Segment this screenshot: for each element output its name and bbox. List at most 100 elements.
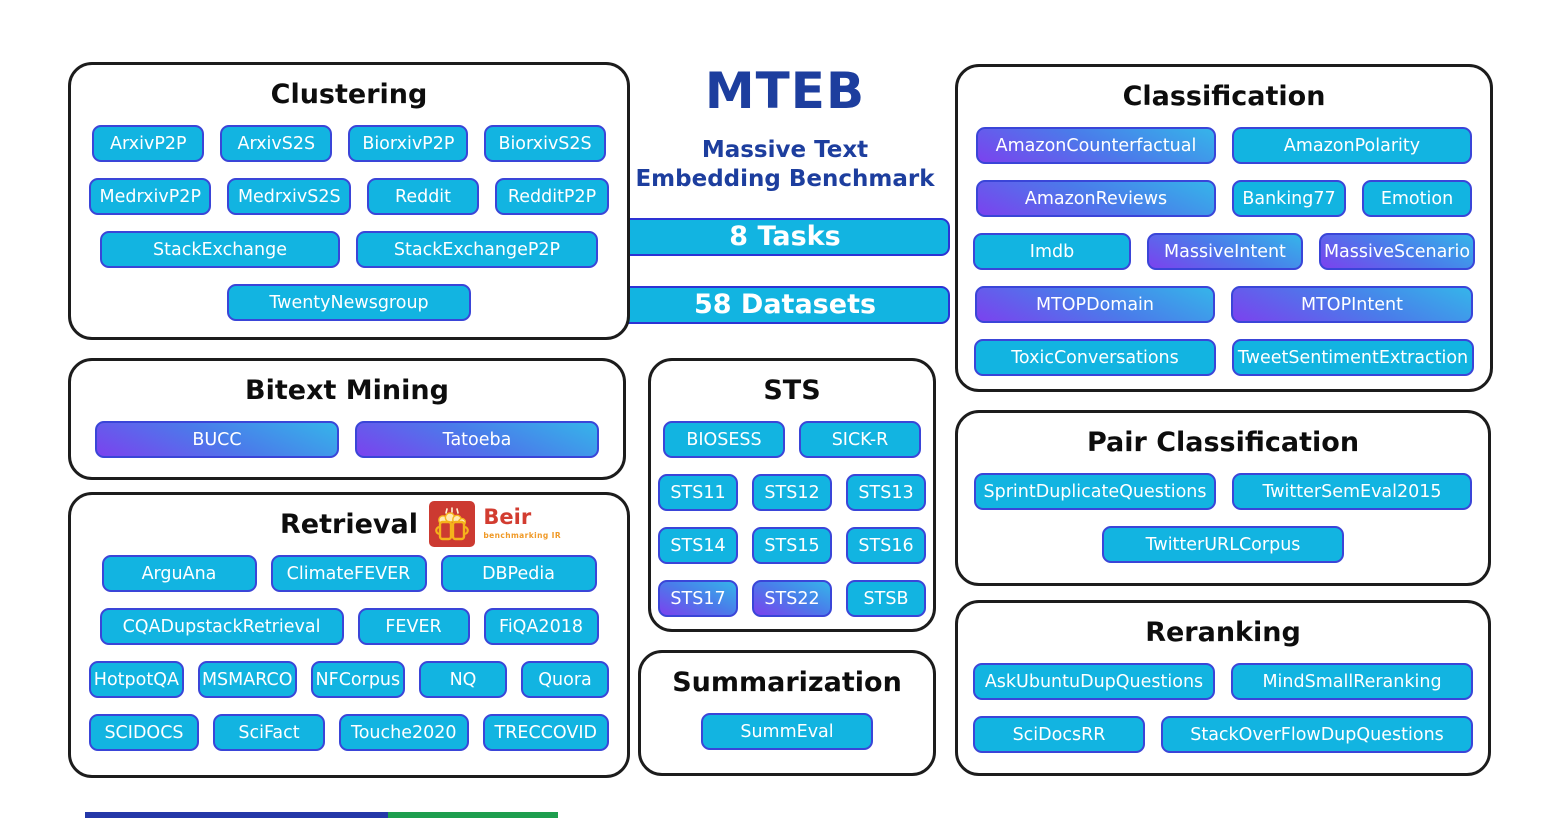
- tasks-count-badge: 8 Tasks: [620, 217, 950, 256]
- dataset-pill-scidocsrr: SciDocsRR: [973, 716, 1145, 753]
- dataset-pill-amazoncounterfactual: AmazonCounterfactual: [976, 127, 1216, 164]
- dataset-pill-arxivp2p: ArxivP2P: [92, 125, 205, 162]
- mteb-subtitle: Massive Text Embedding Benchmark: [620, 136, 950, 194]
- dataset-pill-twitterurlcorpus: TwitterURLCorpus: [1102, 526, 1344, 563]
- dataset-pill-askubuntudupquestions: AskUbuntuDupQuestions: [973, 663, 1215, 700]
- pill-row: StackExchange StackExchangeP2P: [89, 231, 609, 268]
- mteb-subtitle-line2: Embedding Benchmark: [635, 165, 935, 192]
- dataset-pill-sts15: STS15: [752, 527, 832, 564]
- pill-rows-clustering: ArxivP2P ArxivS2S BiorxivP2P BiorxivS2S Medr…: [89, 125, 609, 321]
- category-title-summarization: Summarization: [672, 667, 902, 698]
- category-box-summarization: Summarization SummEval: [638, 650, 936, 776]
- category-title-sts: STS: [763, 375, 821, 406]
- pill-rows-summarization: SummEval: [659, 713, 915, 750]
- dataset-pill-medrxivp2p: MedrxivP2P: [89, 178, 212, 215]
- dataset-pill-hotpotqa: HotpotQA: [89, 661, 184, 698]
- dataset-pill-stackexchange: StackExchange: [100, 231, 340, 268]
- category-title-reranking: Reranking: [1145, 617, 1301, 648]
- pill-row: BIOSESS SICK-R: [663, 421, 921, 458]
- beir-beer-mugs-icon: [429, 501, 476, 547]
- category-title-clustering: Clustering: [270, 79, 428, 110]
- dataset-pill-redditp2p: RedditP2P: [495, 178, 609, 215]
- dataset-pill-sts11: STS11: [658, 474, 738, 511]
- dataset-pill-msmarco: MSMARCO: [197, 661, 297, 698]
- pill-row: SummEval: [659, 713, 915, 750]
- dataset-pill-stsb: STSB: [846, 580, 926, 617]
- category-box-clustering: Clustering ArxivP2P ArxivS2S BiorxivP2P Bio…: [68, 62, 630, 340]
- dataset-pill-quora: Quora: [521, 661, 609, 698]
- dataset-pill-sts16: STS16: [846, 527, 926, 564]
- pill-row: ArxivP2P ArxivS2S BiorxivP2P BiorxivS2S: [89, 125, 609, 162]
- dataset-pill-treccovid: TRECCOVID: [482, 714, 609, 751]
- dataset-pill-fever: FEVER: [357, 608, 470, 645]
- beir-subtext: benchmarking IR: [483, 531, 561, 540]
- dataset-pill-twittersemeval2015: TwitterSemEval2015: [1232, 473, 1472, 510]
- dataset-pill-arguana: ArguAna: [101, 555, 257, 592]
- dataset-pill-massivescenario: MassiveScenario: [1319, 233, 1475, 270]
- dataset-pill-fiqa2018: FiQA2018: [483, 608, 599, 645]
- dataset-pill-biorxivp2p: BiorxivP2P: [348, 125, 469, 162]
- dataset-pill-biorxivs2s: BiorxivS2S: [484, 125, 606, 162]
- pill-row: ArguAna ClimateFEVER DBPedia: [89, 555, 609, 592]
- bottom-edge-artifact: [85, 812, 558, 818]
- dataset-pill-dbpedia: DBPedia: [440, 555, 597, 592]
- dataset-pill-imdb: Imdb: [973, 233, 1131, 270]
- bottom-edge-green-segment: [388, 812, 558, 818]
- pill-row: AmazonCounterfactual AmazonPolarity: [976, 127, 1472, 164]
- dataset-pill-nfcorpus: NFCorpus: [310, 661, 405, 698]
- dataset-pill-cqadupstackretrieval: CQADupstackRetrieval: [99, 608, 344, 645]
- dataset-pill-stackexchangep2p: StackExchangeP2P: [356, 231, 598, 268]
- pill-row: AskUbuntuDupQuestions MindSmallReranking: [973, 663, 1473, 700]
- pill-row: STS14 STS15 STS16: [658, 527, 926, 564]
- dataset-pill-toxicconversations: ToxicConversations: [974, 339, 1216, 376]
- dataset-pill-amazonpolarity: AmazonPolarity: [1232, 127, 1472, 164]
- dataset-pill-sts13: STS13: [846, 474, 926, 511]
- center-header: MTEB Massive Text Embedding Benchmark 8 …: [620, 62, 950, 324]
- dataset-pill-biosess: BIOSESS: [663, 421, 785, 458]
- category-title-bitext-mining: Bitext Mining: [245, 375, 449, 406]
- dataset-pill-scidocs: SCIDOCS: [89, 714, 199, 751]
- bottom-edge-blue-segment: [85, 812, 388, 818]
- dataset-pill-mtopdomain: MTOPDomain: [975, 286, 1215, 323]
- category-title-retrieval: Retrieval: [280, 509, 418, 540]
- dataset-pill-summeval: SummEval: [701, 713, 873, 750]
- beir-logo: Beir benchmarking IR: [429, 501, 561, 547]
- dataset-pill-tatoeba: Tatoeba: [355, 421, 599, 458]
- dataset-pill-scifact: SciFact: [213, 714, 325, 751]
- category-box-reranking: Reranking AskUbuntuDupQuestions MindSmall…: [955, 600, 1491, 776]
- dataset-pill-climatefever: ClimateFEVER: [270, 555, 427, 592]
- category-box-pair-classification: Pair Classification SprintDuplicateQuest…: [955, 410, 1491, 586]
- beir-wordmark: Beir benchmarking IR: [483, 507, 561, 541]
- dataset-pill-emotion: Emotion: [1362, 180, 1472, 217]
- dataset-pill-twentynewsgroup: TwentyNewsgroup: [227, 284, 471, 321]
- pill-row: TwentyNewsgroup: [89, 284, 609, 321]
- pill-row: CQADupstackRetrieval FEVER FiQA2018: [89, 608, 609, 645]
- pill-row: STS17 STS22 STSB: [658, 580, 926, 617]
- category-title-classification: Classification: [1122, 81, 1326, 112]
- dataset-pill-mindsmallreranking: MindSmallReranking: [1231, 663, 1473, 700]
- dataset-pill-sts22: STS22: [752, 580, 832, 617]
- datasets-count-badge: 58 Datasets: [620, 285, 950, 324]
- dataset-pill-arxivs2s: ArxivS2S: [220, 125, 333, 162]
- pill-row: STS11 STS12 STS13: [658, 474, 926, 511]
- dataset-pill-sts12: STS12: [752, 474, 832, 511]
- dataset-pill-sts14: STS14: [658, 527, 738, 564]
- pill-row: TwitterURLCorpus: [976, 526, 1470, 563]
- dataset-pill-sts17: STS17: [658, 580, 738, 617]
- dataset-pill-sick-r: SICK-R: [799, 421, 921, 458]
